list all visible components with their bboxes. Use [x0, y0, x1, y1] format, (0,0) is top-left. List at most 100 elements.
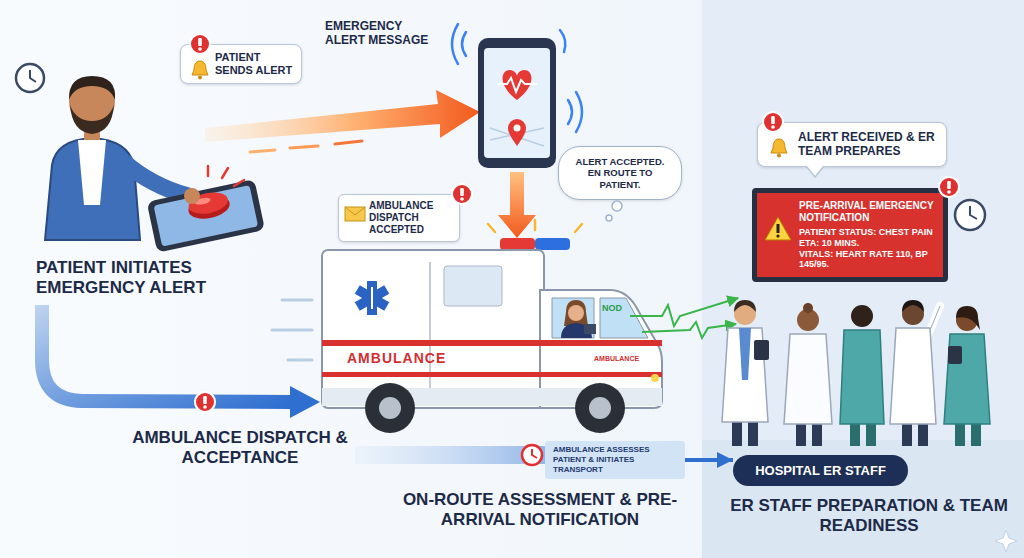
- alert-callout: ALERT RECEIVED & ER TEAM PREPARES: [757, 122, 947, 167]
- smartphone: [478, 38, 556, 168]
- ambulance: [322, 372, 662, 377]
- down-arrow: [498, 172, 536, 238]
- tablet-with-button: [147, 179, 265, 253]
- thought-tail: [599, 199, 629, 223]
- bell-icon: [192, 61, 208, 75]
- er-staff-figures: [890, 300, 940, 446]
- ambulance: [488, 220, 582, 232]
- signal-waves: [462, 32, 466, 56]
- warning-triangle: [777, 224, 780, 233]
- ambulance: [371, 287, 373, 309]
- er-staff-figures: [734, 300, 756, 312]
- bell-icon: [777, 154, 781, 158]
- vehicle-lettering: AMBULANCE: [347, 350, 446, 366]
- ambulance: [584, 324, 596, 334]
- stage-caption: PATIENT INITIATES EMERGENCY ALERT: [36, 258, 286, 297]
- callout-tail: [806, 166, 824, 177]
- er-staff-figures: [944, 306, 990, 446]
- er-staff-figures: [851, 305, 873, 327]
- alert-arrow: [335, 141, 362, 144]
- warning-triangle: [776, 234, 779, 237]
- smartphone: [484, 48, 550, 158]
- er-staff-figures: [784, 334, 832, 424]
- ambulance: [272, 220, 662, 433]
- envelope-icon: [344, 205, 366, 223]
- stage-caption: ON-ROUTE ASSESSMENT & PRE-ARRIVAL NOTIFI…: [375, 490, 705, 529]
- alert-badge: [190, 34, 210, 54]
- ambulance: [500, 238, 535, 250]
- alert-arrow: [205, 90, 480, 152]
- signal-waves: [560, 30, 565, 52]
- ambulance: [288, 359, 312, 362]
- er-clock: [955, 200, 985, 230]
- ambulance: [355, 285, 389, 311]
- thought-bubble: ALERT ACCEPTED. EN ROUTE TO PATIENT.: [558, 146, 682, 200]
- er-clock: [970, 206, 977, 219]
- monitor-screen: PRE-ARRIVAL EMERGENCY NOTIFICATIONPATIEN…: [752, 188, 948, 282]
- er-staff-figures: [803, 303, 813, 313]
- smartphone: [497, 78, 537, 92]
- alert-badge: [762, 111, 784, 133]
- ambulance: [444, 266, 502, 306]
- ambulance: [589, 397, 611, 419]
- transport-arrow-tail: [355, 445, 550, 465]
- stage-caption: AMBULANCE DISPATCH & ACCEPTANCE: [110, 428, 370, 467]
- signal-waves: [452, 24, 458, 64]
- er-staff-figures: [722, 328, 768, 422]
- smartphone: [478, 38, 556, 168]
- hand: [184, 188, 200, 204]
- vehicle-lettering: AMBULANCE: [594, 355, 639, 363]
- ambulance: [322, 250, 544, 408]
- ambulance: [651, 374, 659, 382]
- ambulance: [429, 262, 431, 398]
- node-text: AMBULANCE DISPATCH ACCEPTED: [369, 200, 451, 236]
- vital-signal-lines: [642, 322, 736, 338]
- callout-tail: [806, 166, 824, 178]
- er-staff-figures: [840, 330, 884, 424]
- ambulance: [568, 305, 584, 321]
- envelope-icon: [345, 207, 365, 221]
- node-text: ETA: 10 MINS.: [799, 238, 935, 249]
- hospital-panel: [702, 0, 1024, 558]
- ambulance: [322, 340, 662, 346]
- er-staff-figures: [722, 300, 769, 446]
- patient-figure: [69, 76, 115, 100]
- bell-icon: [198, 76, 202, 80]
- ambulance: [600, 298, 648, 338]
- node-text: ALERT ACCEPTED. EN ROUTE TO PATIENT.: [571, 156, 669, 190]
- alert-arrow: [290, 146, 318, 148]
- hand: [184, 188, 200, 204]
- stage-caption: ER STAFF PREPARATION & TEAM READINESS: [722, 496, 1016, 535]
- ambulance: [575, 383, 625, 433]
- er-staff-figures: [944, 334, 990, 424]
- smartphone: [514, 125, 521, 132]
- clock-icon: [16, 64, 44, 92]
- flow-arrow: [290, 386, 320, 418]
- er-staff-figures: [890, 328, 936, 424]
- er-clock: [955, 200, 985, 230]
- press-burst: [234, 180, 244, 186]
- bell-icon: [768, 137, 790, 159]
- alert-arrow: [205, 90, 480, 142]
- node-text: HOSPITAL ER STAFF: [743, 463, 898, 478]
- node-text: ALERT RECEIVED & ER TEAM PREPARES: [798, 130, 936, 159]
- thought-tail: [612, 201, 622, 211]
- transport-arrow-tail: [355, 446, 550, 464]
- alert-badge: [452, 184, 472, 204]
- ambulance: [564, 300, 588, 326]
- alert-badge: [451, 183, 473, 205]
- signal-label: NOD: [602, 303, 622, 313]
- node-text: PRE-ARRIVAL EMERGENCY NOTIFICATION: [799, 200, 935, 224]
- er-staff-figures: [739, 328, 751, 380]
- flow-arrow: [42, 305, 292, 402]
- er-staff-figures: [948, 346, 962, 364]
- thought-tail: [606, 215, 612, 221]
- ambulance: [379, 397, 401, 419]
- er-staff-figures: [784, 303, 832, 446]
- press-burst: [208, 166, 244, 186]
- ambulance: [355, 285, 389, 311]
- smartphone: [508, 119, 526, 146]
- bell-icon: [189, 59, 211, 81]
